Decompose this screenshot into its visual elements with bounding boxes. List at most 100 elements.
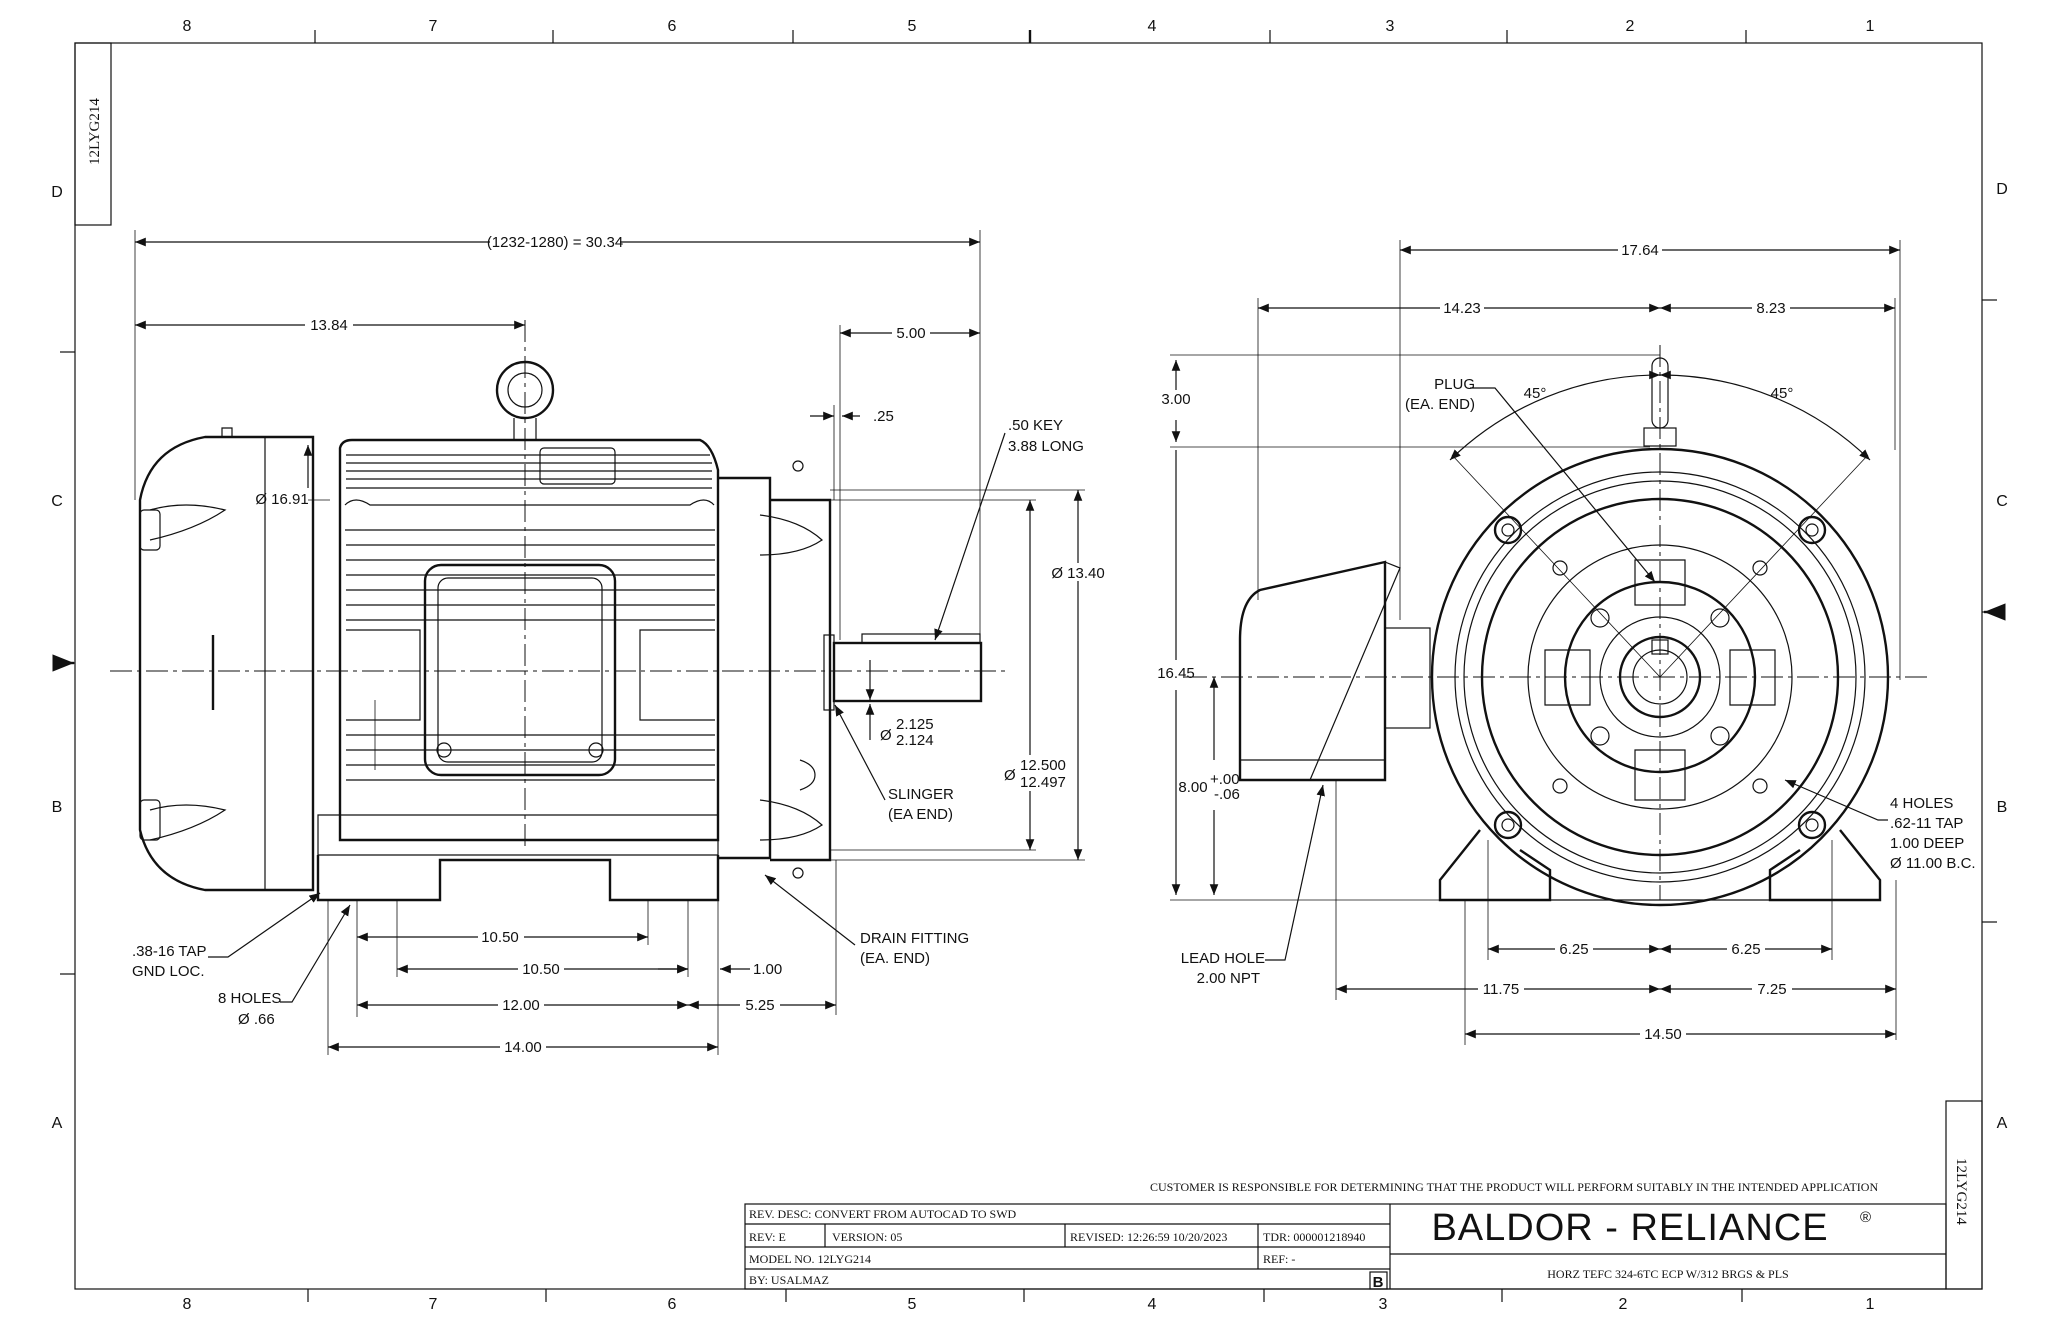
row-label-left: B <box>52 799 63 816</box>
dim-13-84: 13.84 <box>310 317 348 334</box>
zone-labels: 8 7 6 5 4 3 2 1 8 7 6 5 4 3 2 1 D C B A … <box>51 18 2008 1313</box>
version: VERSION: 05 <box>832 1230 902 1244</box>
dim-14-00: 14.00 <box>504 1039 542 1056</box>
lead-hole-label-2: 2.00 NPT <box>1197 970 1260 987</box>
column-label-bottom: 4 <box>1148 1296 1157 1313</box>
dim-12-00: 12.00 <box>502 997 540 1014</box>
slinger-label-2: (EA END) <box>888 806 953 823</box>
column-label-bottom: 5 <box>908 1296 917 1313</box>
feet-rail <box>317 814 719 856</box>
column-label-top: 7 <box>429 18 438 35</box>
tdr: TDR: 000001218940 <box>1263 1230 1365 1244</box>
dim-3-00: 3.00 <box>1161 391 1190 408</box>
brand-mark: ® <box>1860 1209 1871 1226</box>
eye-bolt <box>495 360 555 420</box>
end-bracket-outer <box>1480 497 1840 857</box>
column-label-top: 3 <box>1386 18 1395 35</box>
pilot-dia-top: 12.500 <box>1020 757 1066 774</box>
column-label-top: 8 <box>183 18 192 35</box>
dim-8-23: 8.23 <box>1756 300 1785 317</box>
column-label-bottom: 8 <box>183 1296 192 1313</box>
dim-16-45: 16.45 <box>1157 665 1195 682</box>
shaft-dia-bottom: 2.124 <box>896 732 934 749</box>
holes-4-label-2: .62-11 TAP <box>1890 815 1963 832</box>
rev: REV: E <box>749 1230 786 1244</box>
size-letter: B <box>1373 1274 1384 1291</box>
dim-10-50-a: 10.50 <box>481 929 519 946</box>
column-label-top: 4 <box>1148 18 1157 35</box>
column-label-top: 2 <box>1626 18 1635 35</box>
dim-5-25: 5.25 <box>745 997 774 1014</box>
dim-14-50: 14.50 <box>1644 1026 1682 1043</box>
column-label-bottom: 7 <box>429 1296 438 1313</box>
slinger-label-1: SLINGER <box>888 786 954 803</box>
holes-label-1: 8 HOLES <box>218 990 281 1007</box>
dim-7-25: 7.25 <box>1757 981 1786 998</box>
tap-label-1: .38-16 TAP <box>132 943 207 960</box>
fan-cover <box>138 435 315 892</box>
conduit-box <box>423 563 617 777</box>
row-label-right: C <box>1996 493 2008 510</box>
rev-desc: REV. DESC: CONVERT FROM AUTOCAD TO SWD <box>749 1207 1017 1221</box>
column-label-bottom: 1 <box>1866 1296 1875 1313</box>
column-label-bottom: 6 <box>668 1296 677 1313</box>
ref: REF: - <box>1263 1252 1295 1266</box>
dim-6-25-b: 6.25 <box>1731 941 1760 958</box>
tol-plus: +.00 <box>1210 771 1240 788</box>
pilot-dia-bottom: 12.497 <box>1020 774 1066 791</box>
motor-frame <box>338 438 720 842</box>
end-bracket <box>718 476 772 860</box>
dim-10-50-b: 10.50 <box>522 961 560 978</box>
side-view: (1232-1280) = 30.34 13.84 5.00 .25 .50 K… <box>110 230 1108 1056</box>
dim-5-00: 5.00 <box>896 325 925 342</box>
shaft-key <box>861 633 981 644</box>
tap-label-2: GND LOC. <box>132 963 205 980</box>
title-block: CUSTOMER IS RESPONSIBLE FOR DETERMINING … <box>744 1180 1947 1291</box>
column-label-bottom: 2 <box>1619 1296 1628 1313</box>
lead-hole-label-1: LEAD HOLE <box>1181 950 1265 967</box>
end-foot-left <box>1438 829 1552 902</box>
dim-0-25: .25 <box>873 408 894 425</box>
model-tag-bottom-right: 12LYG214 <box>1953 1158 1969 1225</box>
dim-11-75: 11.75 <box>1483 981 1519 998</box>
holes-4-label-4: Ø 11.00 B.C. <box>1890 855 1976 872</box>
row-label-right: A <box>1997 1115 2008 1132</box>
shaft <box>832 641 983 703</box>
drawing-frame <box>52 30 2006 1302</box>
dim-6-25-a: 6.25 <box>1559 941 1588 958</box>
brand-name: BALDOR - RELIANCE <box>1431 1207 1828 1249</box>
plug-label-2: (EA. END) <box>1405 396 1475 413</box>
shaft-end <box>1618 635 1702 719</box>
dim-dia-13-40: Ø 13.40 <box>1051 565 1104 582</box>
angle-right: 45° <box>1771 385 1794 402</box>
shaft-dia-top: 2.125 <box>896 716 934 733</box>
feet <box>316 855 720 902</box>
row-label-left: D <box>51 184 63 201</box>
key-label-1: .50 KEY <box>1008 417 1063 434</box>
row-label-right: D <box>1996 181 2008 198</box>
drain-label-1: DRAIN FITTING <box>860 930 969 947</box>
conduit-box-side <box>1238 560 1387 782</box>
dim-14-23: 14.23 <box>1443 300 1481 317</box>
key-label-2: 3.88 LONG <box>1008 438 1084 455</box>
model-no: MODEL NO. 12LYG214 <box>749 1252 871 1266</box>
dim-17-64: 17.64 <box>1621 242 1659 259</box>
shaft-dia-symbol: Ø <box>880 727 892 744</box>
end-foot-right <box>1768 829 1882 902</box>
dim-overall-length: (1232-1280) = 30.34 <box>487 234 623 251</box>
drawing-description: HORZ TEFC 324-6TC ECP W/312 BRGS & PLS <box>1547 1267 1788 1281</box>
revised: REVISED: 12:26:59 10/20/2023 <box>1070 1230 1227 1244</box>
pilot-dia-symbol: Ø <box>1004 767 1016 784</box>
column-label-top: 1 <box>1866 18 1875 35</box>
row-label-left: C <box>51 493 63 510</box>
drain-label-2: (EA. END) <box>860 950 930 967</box>
row-label-right: B <box>1997 799 2008 816</box>
row-label-left: A <box>52 1115 63 1132</box>
dim-1-00: 1.00 <box>753 961 782 978</box>
tol-minus: -.06 <box>1214 786 1240 803</box>
end-view: 45° 45° 17.64 14.23 8.23 3.00 16.45 8.00… <box>1157 240 1976 1045</box>
holes-4-label-3: 1.00 DEEP <box>1890 835 1964 852</box>
disclaimer: CUSTOMER IS RESPONSIBLE FOR DETERMINING … <box>1150 1180 1878 1194</box>
column-label-top: 6 <box>668 18 677 35</box>
holes-4-label-1: 4 HOLES <box>1890 795 1953 812</box>
